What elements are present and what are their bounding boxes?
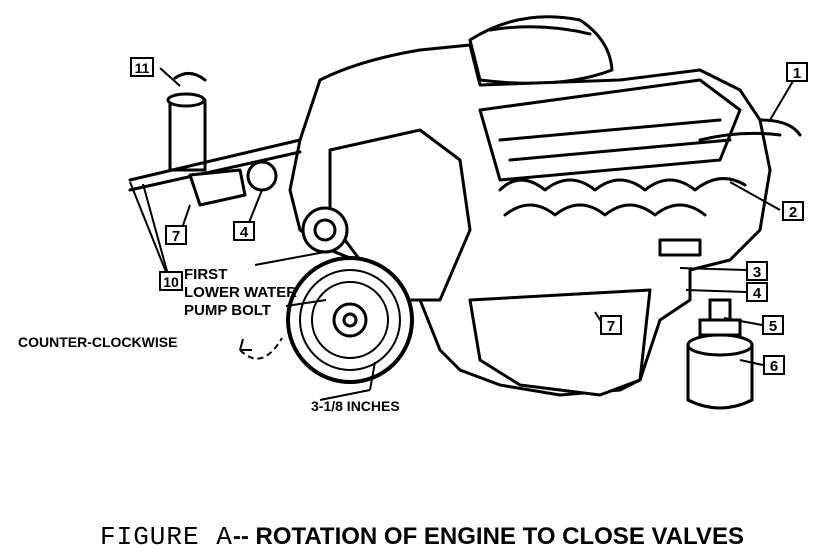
callout-4-left-label: 4: [240, 224, 249, 241]
callouts: 1 2 3 4 5 6 7 4: [130, 57, 808, 375]
callout-10: 10: [159, 271, 183, 291]
callout-4-left: 4: [233, 221, 255, 241]
first-bolt-label-line3: PUMP BOLT: [184, 302, 271, 319]
figure-caption-text: -- ROTATION OF ENGINE TO CLOSE VALVES: [232, 523, 744, 550]
direction-label: COUNTER-CLOCKWISE: [18, 334, 177, 350]
callout-5-label: 5: [769, 318, 777, 335]
callout-7-right: 7: [600, 315, 622, 335]
rotation-arrow: [239, 337, 283, 360]
first-bolt-label-line2: LOWER WATER: [184, 284, 297, 301]
figure-caption-prefix: FIGURE A: [100, 522, 233, 552]
measurement-label: 3-1/8 INCHES: [311, 398, 400, 414]
callout-2: 2: [782, 201, 804, 221]
callout-7-right-label: 7: [607, 318, 615, 335]
callout-10-label: 10: [163, 274, 179, 290]
engine-block-illustration: [128, 15, 802, 397]
callout-5: 5: [762, 315, 784, 335]
callout-7-left-label: 7: [172, 228, 180, 245]
callout-2-label: 2: [789, 204, 797, 221]
first-bolt-label-line1: FIRST: [184, 266, 227, 283]
callout-3: 3: [746, 261, 768, 281]
callout-1-label: 1: [793, 65, 801, 82]
crankshaft-pulley: [286, 256, 414, 384]
callout-4-right-label: 4: [753, 285, 762, 302]
callout-6: 6: [763, 355, 785, 375]
callout-4-right: 4: [746, 282, 768, 302]
callout-1: 1: [786, 62, 808, 82]
figure-caption: FIGURE A-- ROTATION OF ENGINE TO CLOSE V…: [100, 522, 828, 554]
callout-11: 11: [130, 57, 154, 77]
oil-filter: [686, 298, 754, 410]
callout-7-left: 7: [165, 225, 187, 245]
callout-3-label: 3: [753, 264, 761, 281]
callout-11-label: 11: [135, 60, 150, 76]
callout-6-label: 6: [770, 358, 778, 375]
